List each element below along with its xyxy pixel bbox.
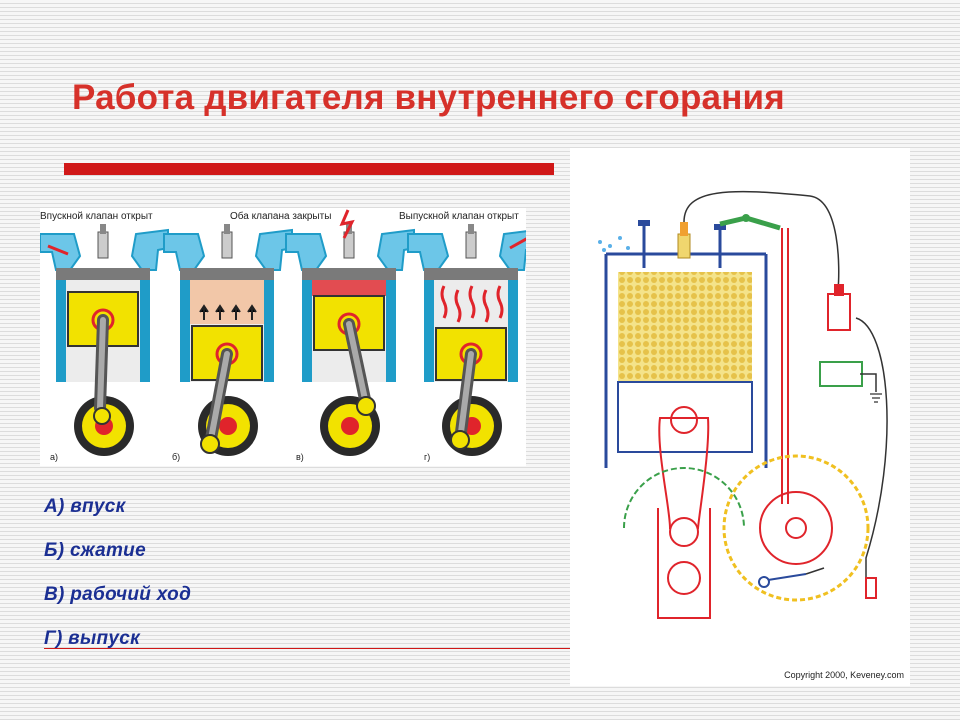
label-both-valves-closed: Оба клапана закрыты [230, 211, 332, 222]
slide-title: Работа двигателя внутреннего сгорания [72, 78, 785, 117]
frame-compression [163, 223, 293, 457]
stroke-legend: А) впуск Б) сжатие В) рабочий ход Г) вып… [44, 496, 191, 672]
label-intake-valve-open: Впускной клапан открыт [40, 211, 153, 222]
frame-letter-g: г) [424, 452, 431, 462]
engine-drawing [598, 190, 888, 619]
legend-item-exhaust: Г) выпуск [44, 628, 141, 649]
frame-power [285, 209, 415, 457]
four-stroke-drawing [40, 209, 526, 457]
frame-letter-a: а) [50, 452, 59, 462]
legend-item-power: В) рабочий ход [44, 584, 192, 605]
frame-letter-b: б) [172, 452, 181, 462]
legend-item-compression: Б) сжатие [44, 540, 146, 561]
frame-exhaust [407, 223, 526, 457]
frame-letter-v: в) [296, 452, 304, 462]
frame-intake [40, 223, 169, 457]
label-exhaust-valve-open: Выпускной клапан открыт [399, 211, 519, 222]
copyright-text: Copyright 2000, Keveney.com [784, 670, 904, 680]
four-stroke-illustration: Впускной клапан открыт Оба клапана закры… [40, 208, 526, 466]
bottom-divider-line [44, 648, 574, 649]
title-underline-bar [64, 163, 554, 175]
legend-item-intake: А) впуск [44, 496, 126, 517]
engine-schematic: Copyright 2000, Keveney.com [570, 148, 910, 686]
